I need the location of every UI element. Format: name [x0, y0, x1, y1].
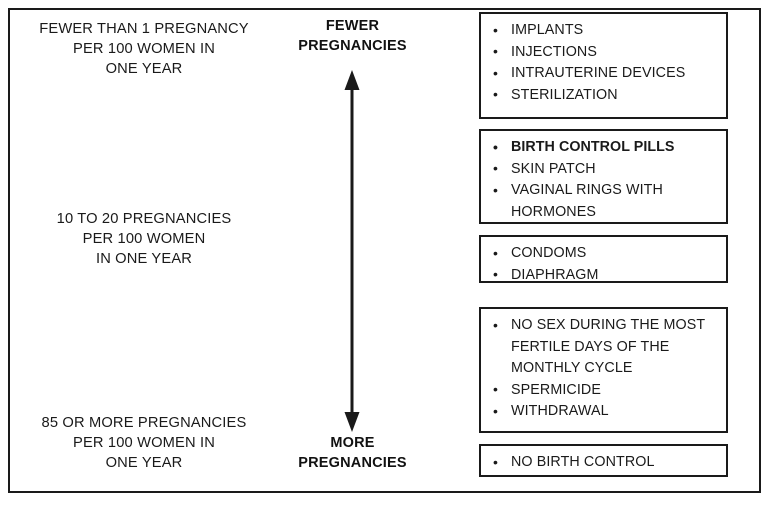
method-list: CONDOMS DIAPHRAGM — [489, 243, 720, 286]
method-item-withdrawal: WITHDRAWAL — [489, 401, 720, 423]
rate-line: FEWER THAN 1 PREGNANCY — [39, 21, 249, 37]
method-line: BIRTH CONTROL PILLS — [511, 139, 675, 155]
method-item-birth-control-pills: BIRTH CONTROL PILLS — [489, 137, 720, 159]
method-item-spermicide: SPERMICIDE — [489, 379, 720, 402]
method-line: NO SEX DURING THE MOST — [511, 317, 706, 333]
double-arrow-icon — [344, 70, 360, 432]
method-item-diaphragm: DIAPHRAGM — [489, 264, 720, 287]
axis-label-line: PREGNANCIES — [298, 38, 407, 54]
method-line: DIAPHRAGM — [511, 266, 599, 283]
method-line: INTRAUTERINE DEVICES — [511, 65, 686, 81]
method-line: WITHDRAWAL — [511, 403, 609, 419]
method-line: VAGINAL RINGS WITH — [511, 182, 663, 198]
method-group-behavioral: NO SEX DURING THE MOST FERTILE DAYS OF T… — [479, 307, 728, 433]
method-group-none: NO BIRTH CONTROL — [479, 444, 728, 477]
method-line: HORMONES — [511, 203, 596, 220]
method-line: SPERMICIDE — [511, 381, 601, 398]
method-item-condoms: CONDOMS — [489, 243, 720, 265]
method-group-barrier: CONDOMS DIAPHRAGM — [479, 235, 728, 286]
rate-label-10-to-20: 10 TO 20 PREGNANCIES PER 100 WOMEN IN ON… — [14, 209, 274, 269]
method-line: STERILIZATION — [511, 86, 618, 103]
rate-label-fewer-than-1: FEWER THAN 1 PREGNANCY PER 100 WOMEN IN … — [14, 19, 274, 79]
axis-label-fewer-pregnancies: FEWER PREGNANCIES — [270, 16, 435, 56]
axis-label-line: MORE — [330, 435, 375, 451]
method-list: NO BIRTH CONTROL — [489, 452, 720, 474]
axis-label-more-pregnancies: MORE PREGNANCIES — [270, 433, 435, 473]
method-list: IMPLANTS INJECTIONS INTRAUTERINE DEVICES… — [489, 20, 720, 106]
rate-line: PER 100 WOMEN IN — [73, 435, 215, 451]
axis-label-line: FEWER — [325, 18, 380, 34]
method-line: IMPLANTS — [511, 22, 584, 38]
method-item-no-birth-control: NO BIRTH CONTROL — [489, 452, 720, 474]
method-item-vaginal-rings: VAGINAL RINGS WITH HORMONES — [489, 180, 720, 223]
effectiveness-axis-column: FEWER PREGNANCIES MORE PREGNANCIES — [270, 8, 435, 493]
method-list: NO SEX DURING THE MOST FERTILE DAYS OF T… — [489, 315, 720, 423]
rate-line: ONE YEAR — [105, 455, 183, 471]
methods-column: IMPLANTS INJECTIONS INTRAUTERINE DEVICES… — [479, 10, 729, 490]
rate-line: 10 TO 20 PREGNANCIES — [56, 211, 232, 227]
rate-line: 85 OR MORE PREGNANCIES — [41, 415, 247, 431]
method-item-injections: INJECTIONS — [489, 41, 720, 64]
figure-border — [8, 8, 761, 493]
rate-line: ONE YEAR — [105, 61, 183, 77]
method-line: NO BIRTH CONTROL — [511, 454, 655, 470]
method-line: INJECTIONS — [511, 43, 597, 60]
method-line: MONTHLY CYCLE — [511, 360, 633, 376]
pregnancy-rate-column: FEWER THAN 1 PREGNANCY PER 100 WOMEN IN … — [14, 11, 274, 490]
axis-label-line: PREGNANCIES — [298, 455, 407, 471]
rate-line: PER 100 WOMEN IN — [73, 41, 215, 57]
method-group-hormonal: BIRTH CONTROL PILLS SKIN PATCH VAGINAL R… — [479, 129, 728, 224]
rate-line: IN ONE YEAR — [95, 251, 193, 267]
rate-line: PER 100 WOMEN — [82, 231, 206, 247]
method-line: FERTILE DAYS OF THE — [511, 338, 670, 355]
method-item-intrauterine-devices: INTRAUTERINE DEVICES — [489, 63, 720, 85]
rate-label-85-or-more: 85 OR MORE PREGNANCIES PER 100 WOMEN IN … — [14, 413, 274, 473]
method-group-most-effective: IMPLANTS INJECTIONS INTRAUTERINE DEVICES… — [479, 12, 728, 119]
method-line: CONDOMS — [511, 245, 587, 261]
method-item-sterilization: STERILIZATION — [489, 84, 720, 107]
method-list: BIRTH CONTROL PILLS SKIN PATCH VAGINAL R… — [489, 137, 720, 223]
method-item-implants: IMPLANTS — [489, 20, 720, 42]
method-item-skin-patch: SKIN PATCH — [489, 158, 720, 181]
method-item-fertility-awareness: NO SEX DURING THE MOST FERTILE DAYS OF T… — [489, 315, 720, 380]
method-line: SKIN PATCH — [511, 160, 596, 177]
